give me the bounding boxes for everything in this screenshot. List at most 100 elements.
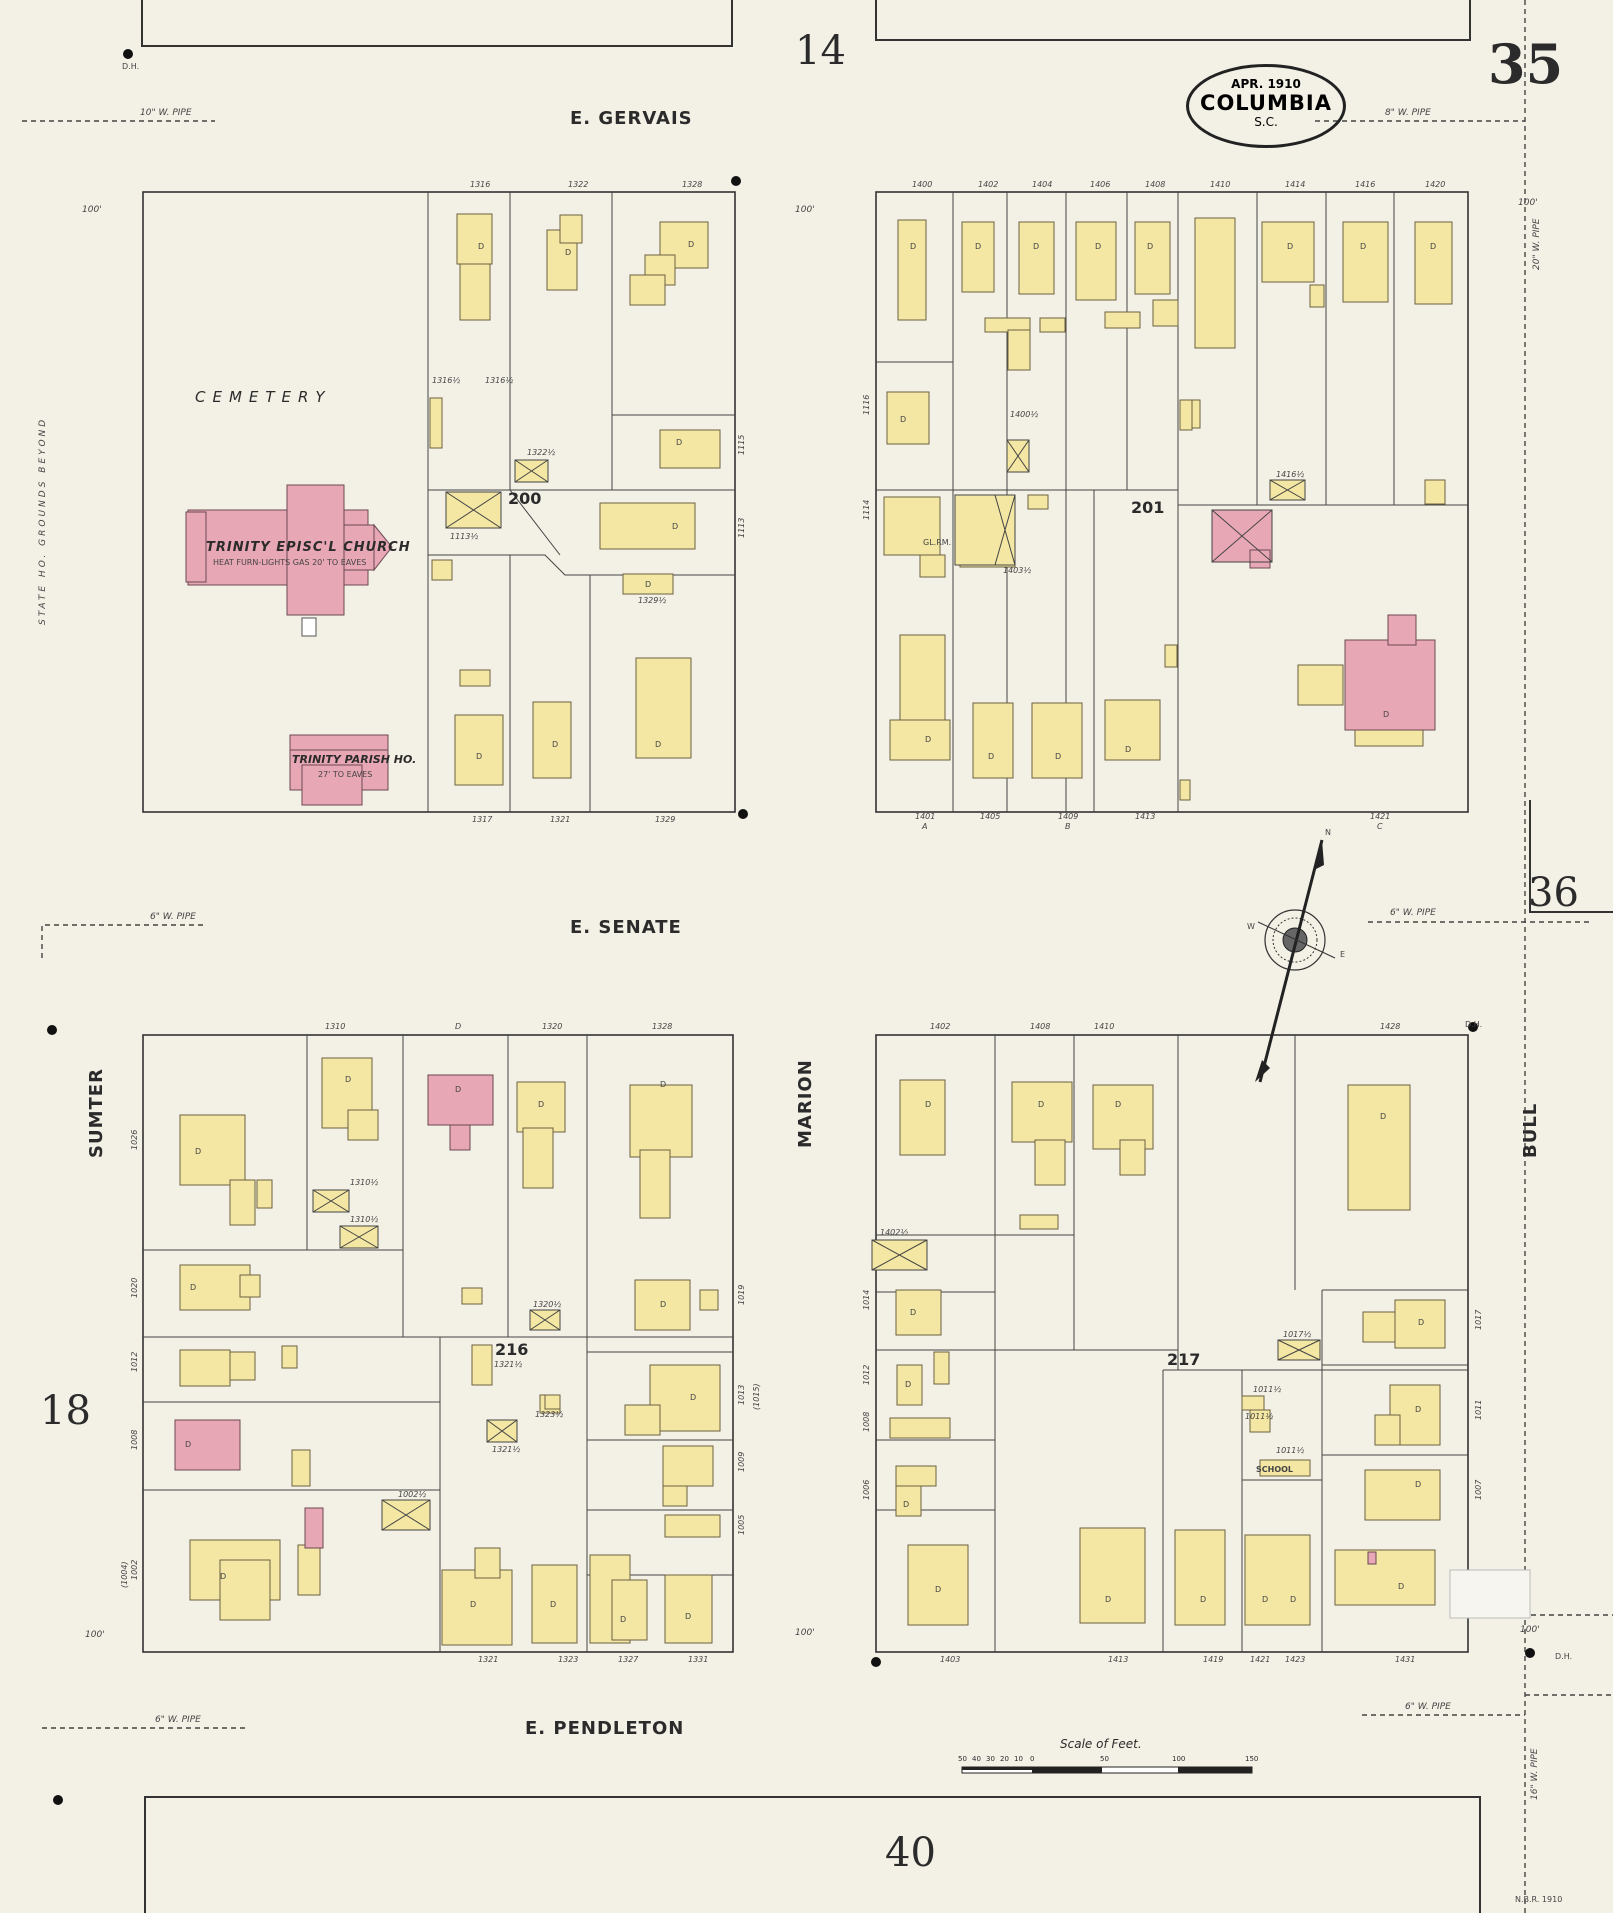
parish-label: TRINITY PARISH HO. (292, 753, 417, 766)
glass-room-label: GL.RM. (923, 538, 952, 547)
dwelling-mark: D (685, 1612, 692, 1621)
half-address: 1310½ (350, 1215, 379, 1224)
scale-tick: 40 (972, 1755, 981, 1763)
church-note: HEAT FURN-LIGHTS GAS 20' TO EAVES (213, 558, 367, 567)
cemetery-label: CEMETERY (195, 388, 332, 406)
dwelling-mark: D (552, 740, 559, 749)
address-letter: A (922, 822, 928, 831)
block-200: 200 (508, 489, 542, 508)
address: 1401 (915, 812, 936, 821)
dimension-100ft: 100' (1518, 198, 1538, 208)
compass-north: N (1325, 828, 1331, 837)
dwelling-mark: D (903, 1500, 910, 1509)
address: 1406 (1090, 180, 1111, 189)
dwelling-mark: D (190, 1283, 197, 1292)
address: 1115 (737, 434, 746, 455)
half-address: 1310½ (350, 1178, 379, 1187)
dwelling-mark: D (1115, 1100, 1122, 1109)
address: 1002 (130, 1559, 139, 1580)
brick-buildings (174, 484, 1436, 1565)
dwelling-mark: D (672, 522, 679, 531)
dwelling-mark: D (565, 248, 572, 257)
address: 1329 (655, 815, 676, 824)
dwelling-mark: D (220, 1572, 227, 1581)
address: 1321 (550, 815, 571, 824)
address-letter: C (1377, 822, 1383, 831)
dwelling-mark: D (1380, 1112, 1387, 1121)
dh-mark: D.H. (122, 62, 140, 71)
compass-rose (1255, 839, 1336, 1083)
address: 1405 (980, 812, 1001, 821)
dwelling-mark: D (1147, 242, 1154, 251)
state-house-grounds-note: STATE HO. GROUNDS BEYOND (38, 416, 48, 625)
dwelling-mark: D (1287, 242, 1294, 251)
block-ne-outline (875, 191, 1469, 813)
address: D (455, 1022, 462, 1031)
seal-city: COLUMBIA (1200, 91, 1332, 115)
dwelling-mark: D (1418, 1318, 1425, 1327)
address: 1402 (978, 180, 999, 189)
address: 1327 (618, 1655, 639, 1664)
dwelling-mark: D (470, 1600, 477, 1609)
dwelling-mark: D (345, 1075, 352, 1084)
pipe-label-top-right: 8" W. PIPE (1385, 108, 1431, 118)
dwelling-mark: D (1262, 1595, 1269, 1604)
half-address: 1403½ (1003, 566, 1032, 575)
street-e-gervais: E. GERVAIS (570, 108, 693, 129)
address: 1419 (1203, 1655, 1224, 1664)
address: 1113 (737, 517, 746, 538)
dwelling-mark: D (550, 1600, 557, 1609)
school-label: SCHOOL (1256, 1465, 1294, 1474)
address: 1009 (737, 1451, 746, 1472)
dwelling-mark: D (676, 438, 683, 447)
hydrants (47, 49, 1535, 1805)
half-address: 1320½ (533, 1300, 562, 1309)
pipe-label-bottom-left: 6" W. PIPE (155, 1715, 201, 1725)
dwelling-mark: D (476, 752, 483, 761)
dwelling-mark: D (1055, 752, 1062, 761)
pipe-label-mid-right: 6" W. PIPE (1390, 908, 1436, 918)
adjacent-sheet-top: 14 (795, 28, 846, 74)
church-label: TRINITY EPISC'L CHURCH (206, 540, 411, 555)
dwelling-mark: D (185, 1440, 192, 1449)
adjacent-sheet-40 (144, 1796, 1481, 1913)
dwelling-mark: D (655, 740, 662, 749)
pipe-label-right-bottom: 16" W. PIPE (1530, 1748, 1540, 1800)
dwelling-mark: D (988, 752, 995, 761)
pipe-label-top-left: 10" W. PIPE (140, 108, 192, 118)
address: 1331 (688, 1655, 709, 1664)
church-steps (301, 617, 317, 637)
half-address: 1322½ (527, 448, 556, 457)
pipe-label-mid-left: 6" W. PIPE (150, 912, 196, 922)
address: (1015) (752, 1383, 761, 1410)
adjacent-sheet-14-right (875, 0, 1471, 41)
compass-east: E (1340, 950, 1346, 959)
dwelling-mark: D (925, 1100, 932, 1109)
dwelling-mark: D (1415, 1405, 1422, 1414)
scale-title: Scale of Feet. (1060, 1737, 1142, 1751)
seal-date: APR. 1910 (1231, 77, 1301, 91)
dwelling-mark: D (1125, 745, 1132, 754)
dwelling-mark: D (1360, 242, 1367, 251)
dwelling-mark: D (1290, 1595, 1297, 1604)
scale-tick: 50 (958, 1755, 967, 1763)
address: 1402 (930, 1022, 951, 1031)
adjacent-sheet-36 (1529, 800, 1613, 913)
street-bull: BULL (1520, 1102, 1541, 1158)
scale-bar (961, 1766, 1253, 1774)
library-stamp (1449, 1569, 1531, 1619)
dwelling-mark: D (1415, 1480, 1422, 1489)
address: 1012 (130, 1351, 139, 1372)
dwelling-mark: D (1383, 710, 1390, 719)
block-nw-outline (142, 191, 736, 813)
adjacent-sheet-14-left (141, 0, 733, 47)
scale-tick: 150 (1245, 1755, 1259, 1763)
block-216: 216 (495, 1340, 529, 1359)
dwelling-mark: D (1430, 242, 1437, 251)
seal-state: S.C. (1254, 115, 1278, 129)
block-201: 201 (1131, 498, 1165, 517)
address: 1008 (130, 1429, 139, 1450)
address: 1321 (478, 1655, 499, 1664)
address: 1409 (1058, 812, 1079, 821)
